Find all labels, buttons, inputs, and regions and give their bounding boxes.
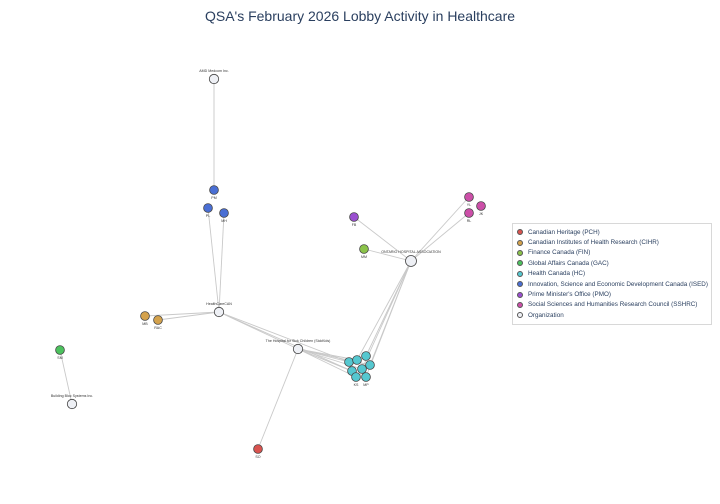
legend-item-ised[interactable]: Innovation, Science and Economic Develop…: [517, 279, 708, 289]
organization-node-sickkids[interactable]: [292, 343, 304, 355]
edge-hcan-hc5: [218, 311, 353, 372]
edge-oha-sshrc_a: [410, 196, 470, 262]
legend-label: Canadian Heritage (PCH): [528, 228, 600, 236]
edge-oha-fin: [363, 248, 412, 262]
official-node-hc6[interactable]: [357, 364, 367, 374]
organization-node-amd[interactable]: [208, 73, 220, 85]
organization-node-hcan[interactable]: [213, 306, 225, 318]
legend-label: Prime Minister's Office (PMO): [528, 291, 611, 299]
edge-sickkids-hc7: [297, 348, 357, 378]
official-node-hc3[interactable]: [361, 351, 371, 361]
organization-label-oha: ONTARIO HOSPITAL ASSOCIATION: [381, 250, 441, 254]
edge-ised_l-hcan: [207, 207, 220, 313]
legend-marker: [517, 260, 523, 267]
official-label-fin: MM: [361, 255, 367, 259]
legend-item-hc[interactable]: Health Canada (HC): [517, 269, 707, 279]
official-node-hc4[interactable]: [365, 360, 375, 370]
legend-item-pch[interactable]: Canadian Heritage (PCH): [517, 227, 707, 237]
legend-marker: [517, 239, 523, 246]
official-label-sshrc_a: YL: [467, 203, 471, 207]
official-label-hc8: MP: [363, 383, 369, 387]
legend-item-pmo[interactable]: Prime Minister's Office (PMO): [517, 289, 707, 299]
edge-oha-pmo: [353, 216, 412, 262]
official-label-pmo: FB: [352, 223, 357, 227]
legend-label: Global Affairs Canada (GAC): [528, 259, 609, 267]
official-node-hc7[interactable]: [351, 372, 361, 382]
official-label-ised_top: PM: [211, 196, 216, 200]
chart-title: QSA's February 2026 Lobby Activity in He…: [204, 8, 516, 24]
official-label-hc7: KS: [354, 383, 359, 387]
official-node-hc8[interactable]: [361, 372, 371, 382]
official-node-hc1[interactable]: [344, 357, 354, 367]
edge-ised_r-hcan: [218, 212, 225, 313]
legend-marker: [517, 312, 523, 319]
legend-item-sshrc[interactable]: Social Sciences and Humanities Research …: [517, 300, 707, 310]
legend-marker: [517, 301, 523, 308]
legend-marker: [517, 270, 523, 277]
legend-marker: [517, 229, 523, 236]
legend-item-fin[interactable]: Finance Canada (FIN): [517, 248, 707, 258]
organization-label-bss: Building Bloc Systems Inc.: [51, 394, 93, 398]
organization-label-hcan: HealthCareCAN: [206, 302, 232, 306]
official-label-ised_l: PL: [206, 214, 210, 218]
official-node-pch[interactable]: [253, 444, 263, 454]
nodes: AMD Medcom Inc. HealthCareCAN The Hospital…: [51, 69, 486, 459]
official-node-ised_top[interactable]: [209, 185, 219, 195]
legend-label: Canadian Institutes of Health Research (…: [528, 239, 659, 247]
official-label-sshrc_b: JK: [479, 212, 484, 216]
official-label-ised_r: MH: [221, 219, 227, 223]
organization-label-sickkids: The Hospital for Sick Children (SickKids…: [266, 339, 331, 343]
official-label-cihr_r: RAC: [154, 326, 162, 330]
legend-label: Organization: [528, 311, 564, 319]
edge-oha-hc8: [365, 260, 412, 378]
legend-label: Innovation, Science and Economic Develop…: [528, 280, 708, 288]
legend-item-gac[interactable]: Global Affairs Canada (GAC): [517, 258, 707, 268]
edge-cihr_r-hcan: [157, 311, 220, 321]
official-node-fin[interactable]: [359, 244, 369, 254]
official-node-cihr_r[interactable]: [153, 315, 163, 325]
edge-gac-bss: [59, 349, 73, 405]
edge-cihr_l-hcan: [144, 311, 220, 317]
official-node-pmo[interactable]: [349, 212, 359, 222]
organization-node-bss[interactable]: [66, 398, 78, 410]
legend-marker: [517, 281, 523, 288]
official-label-sshrc_c: RL: [467, 219, 472, 223]
official-node-sshrc_b[interactable]: [476, 201, 486, 211]
official-node-sshrc_a[interactable]: [464, 192, 474, 202]
official-node-ised_l[interactable]: [203, 203, 213, 213]
legend-label: Finance Canada (FIN): [528, 249, 591, 257]
official-node-sshrc_c[interactable]: [464, 208, 474, 218]
official-node-gac[interactable]: [55, 345, 65, 355]
legend-marker: [517, 249, 523, 256]
edge-hcan-hc1: [218, 311, 350, 363]
edge-sickkids-pch: [257, 348, 299, 450]
official-node-hc2[interactable]: [352, 355, 362, 365]
official-label-cihr_l: MB: [142, 322, 148, 326]
organization-node-oha[interactable]: [405, 255, 417, 267]
official-label-pch: SO: [255, 455, 260, 459]
edge-oha-hc2: [356, 260, 412, 361]
legend-item-organization[interactable]: Organization: [517, 310, 707, 320]
official-label-gac: SM: [57, 356, 62, 360]
edge-oha-sshrc_c: [410, 212, 470, 262]
legend-item-cihr[interactable]: Canadian Institutes of Health Research (…: [517, 237, 707, 247]
official-node-ised_r[interactable]: [219, 208, 229, 218]
legend-label: Social Sciences and Humanities Research …: [528, 301, 698, 309]
organization-label-amd: AMD Medcom Inc.: [199, 69, 229, 73]
legend-label: Health Canada (HC): [528, 270, 586, 278]
legend-marker: [517, 291, 523, 298]
official-node-cihr_l[interactable]: [140, 311, 150, 321]
legend: Canadian Heritage (PCH) Canadian Institu…: [512, 223, 712, 325]
edge-oha-hc6: [361, 260, 412, 370]
